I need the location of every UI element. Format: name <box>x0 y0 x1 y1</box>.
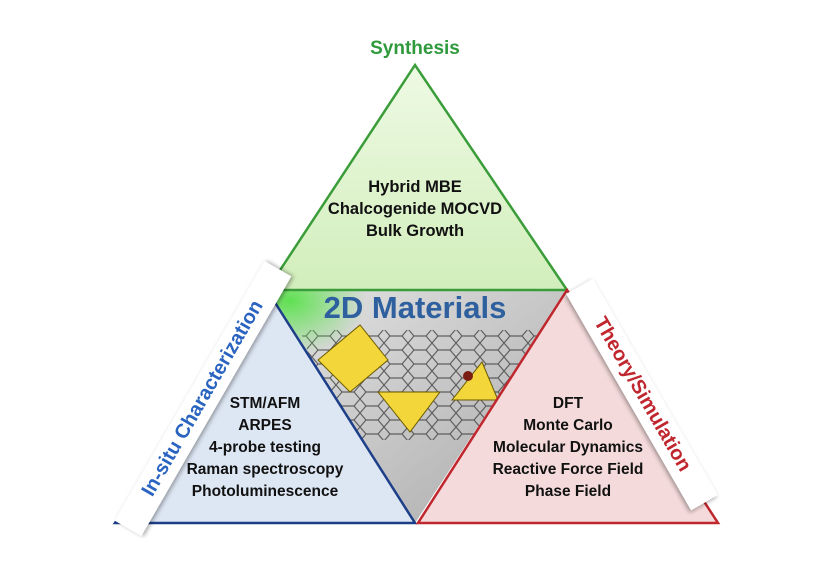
characterization-method: ARPES <box>238 417 292 434</box>
theory-method: Molecular Dynamics <box>493 439 643 456</box>
synthesis-methods-list: Hybrid MBE Chalcogenide MOCVD Bulk Growt… <box>300 176 530 242</box>
synthesis-method: Chalcogenide MOCVD <box>327 200 503 218</box>
theory-method: DFT <box>552 395 584 412</box>
synthesis-method: Bulk Growth <box>365 222 465 240</box>
characterization-method: STM/AFM <box>229 395 301 412</box>
center-title: 2D Materials <box>323 290 507 325</box>
theory-method: Phase Field <box>524 483 612 500</box>
characterization-method: Raman spectroscopy <box>186 461 344 478</box>
nanoflake-cluster-right <box>450 361 499 401</box>
characterization-method: 4-probe testing <box>209 439 321 456</box>
theory-methods-list: DFT Monte Carlo Molecular Dynamics React… <box>458 393 678 503</box>
synthesis-triangle <box>264 62 570 292</box>
theory-method: Monte Carlo <box>523 417 613 434</box>
characterization-methods-list: STM/AFM ARPES 4-probe testing Raman spec… <box>150 393 380 503</box>
synthesis-method: Hybrid MBE <box>368 178 462 196</box>
synthesis-title: Synthesis <box>370 38 460 59</box>
characterization-method: Photoluminescence <box>191 483 339 500</box>
theory-method: Reactive Force Field <box>492 461 644 478</box>
nanoflake-cluster-left <box>317 324 441 433</box>
